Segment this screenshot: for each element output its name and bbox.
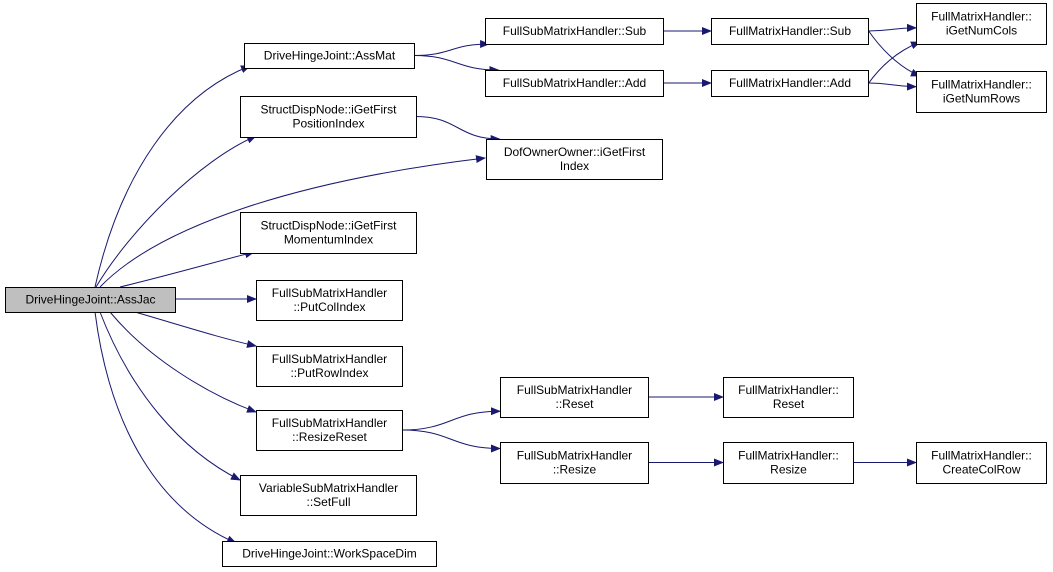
edge-fm_add-to-fm_numrows [867, 82, 917, 91]
node-box [500, 377, 649, 418]
node-label: StructDispNode::iGetFirst [260, 219, 397, 233]
node-label: DriveHingeJoint::AssJac [25, 293, 155, 307]
node-fsub-reset[interactable]: FullSubMatrixHandler::Reset [500, 377, 649, 418]
node-fm-createcolrow[interactable]: FullMatrixHandler::CreateColRow [916, 442, 1047, 484]
node-label: DriveHingeJoint::WorkSpaceDim [242, 547, 417, 561]
edge-pos_index-to-dof_index [415, 116, 501, 143]
node-label: ::Reset [555, 397, 594, 411]
node-label: Resize [770, 463, 807, 477]
edge-root-to-resizereset [109, 311, 257, 413]
node-box [256, 280, 403, 321]
node-fsub-add[interactable]: FullSubMatrixHandler::Add [485, 70, 664, 97]
node-box [485, 70, 664, 97]
edge-resizereset-to-fsub_resize [401, 429, 501, 453]
node-assmat[interactable]: DriveHingeJoint::AssMat [244, 43, 415, 69]
node-resizereset[interactable]: FullSubMatrixHandler::ResizeReset [256, 410, 403, 451]
edges-layer [94, 23, 921, 544]
node-fm-numcols[interactable]: FullMatrixHandler::iGetNumCols [916, 3, 1047, 45]
node-label: iGetNumRows [943, 92, 1020, 106]
edge-root-to-workspace [94, 311, 237, 544]
node-label: iGetNumCols [946, 24, 1017, 38]
node-fm-sub[interactable]: FullMatrixHandler::Sub [711, 18, 869, 45]
edge-root-to-mom_index [119, 250, 255, 288]
node-box [485, 18, 664, 45]
node-box [916, 3, 1047, 45]
nodes-layer: DriveHingeJoint::AssJacDriveHingeJoint::… [5, 3, 1047, 567]
edge-root-to-putrow [134, 311, 257, 348]
node-fsub-resize[interactable]: FullSubMatrixHandler::Resize [500, 442, 649, 484]
node-label: ::PutColIndex [293, 300, 365, 314]
node-box [916, 71, 1047, 113]
edge-assmat-to-fsub_add [413, 55, 500, 74]
node-label: PositionIndex [292, 117, 364, 131]
node-box [711, 70, 869, 97]
node-box [222, 541, 437, 567]
edge-root-to-setfull [99, 311, 241, 481]
node-box [240, 212, 417, 254]
node-label: ::Resize [553, 463, 597, 477]
node-label: FullMatrixHandler:: [738, 383, 839, 397]
node-box [500, 442, 649, 484]
node-label: FullMatrixHandler:: [931, 10, 1032, 24]
node-label: ::ResizeReset [292, 430, 367, 444]
node-fm-reset[interactable]: FullMatrixHandler::Reset [723, 377, 854, 418]
node-box [723, 442, 854, 484]
node-label: MomentumIndex [284, 233, 373, 247]
node-label: ::PutRowIndex [290, 366, 368, 380]
node-label: Index [560, 159, 589, 173]
edge-resizereset-to-fsub_reset [401, 407, 501, 431]
edge-assmat-to-fsub_sub [413, 40, 491, 56]
node-label: FullSubMatrixHandler [272, 352, 387, 366]
node-label: FullSubMatrixHandler [517, 449, 632, 463]
node-label: FullSubMatrixHandler::Sub [503, 24, 647, 38]
node-box [486, 139, 663, 180]
node-label: CreateColRow [942, 463, 1020, 477]
edge-root-to-assmat [94, 65, 251, 288]
node-label: FullMatrixHandler:: [738, 449, 839, 463]
node-label: Reset [773, 397, 805, 411]
node-fsub-sub[interactable]: FullSubMatrixHandler::Sub [485, 18, 664, 45]
node-label: StructDispNode::iGetFirst [260, 103, 397, 117]
node-label: FullMatrixHandler::Sub [729, 24, 851, 38]
node-putrow[interactable]: FullSubMatrixHandler::PutRowIndex [256, 346, 403, 387]
node-box [240, 96, 417, 138]
node-label: FullSubMatrixHandler [272, 416, 387, 430]
node-box [244, 43, 415, 69]
edge-fm_sub-to-fm_numcols [867, 23, 917, 32]
node-label: VariableSubMatrixHandler [259, 481, 398, 495]
node-fm-add[interactable]: FullMatrixHandler::Add [711, 70, 869, 97]
node-label: FullSubMatrixHandler [517, 383, 632, 397]
node-label: DofOwnerOwner::iGetFirst [504, 145, 646, 159]
node-box [5, 287, 176, 313]
node-box [256, 346, 403, 387]
node-box [711, 18, 869, 45]
node-box [256, 410, 403, 451]
node-putcol[interactable]: FullSubMatrixHandler::PutColIndex [256, 280, 403, 321]
edge-root-to-dof_index [99, 155, 486, 288]
node-box [723, 377, 854, 418]
node-label: ::SetFull [306, 495, 350, 509]
edge-root-to-pos_index [95, 135, 257, 288]
node-label: FullMatrixHandler:: [931, 449, 1032, 463]
node-setfull[interactable]: VariableSubMatrixHandler::SetFull [240, 475, 417, 516]
node-fm-numrows[interactable]: FullMatrixHandler::iGetNumRows [916, 71, 1047, 113]
edge-fm_add-to-fm_numcols [867, 41, 921, 85]
node-label: DriveHingeJoint::AssMat [264, 49, 396, 63]
node-box [240, 475, 417, 516]
node-root[interactable]: DriveHingeJoint::AssJac [5, 287, 176, 313]
node-label: FullSubMatrixHandler [272, 286, 387, 300]
node-workspace[interactable]: DriveHingeJoint::WorkSpaceDim [222, 541, 437, 567]
node-label: FullMatrixHandler:: [931, 78, 1032, 92]
node-label: FullMatrixHandler::Add [729, 76, 851, 90]
node-label: FullSubMatrixHandler::Add [503, 76, 646, 90]
node-fm-resize[interactable]: FullMatrixHandler::Resize [723, 442, 854, 484]
node-box [916, 442, 1047, 484]
edge-fm_sub-to-fm_numrows [867, 29, 921, 77]
